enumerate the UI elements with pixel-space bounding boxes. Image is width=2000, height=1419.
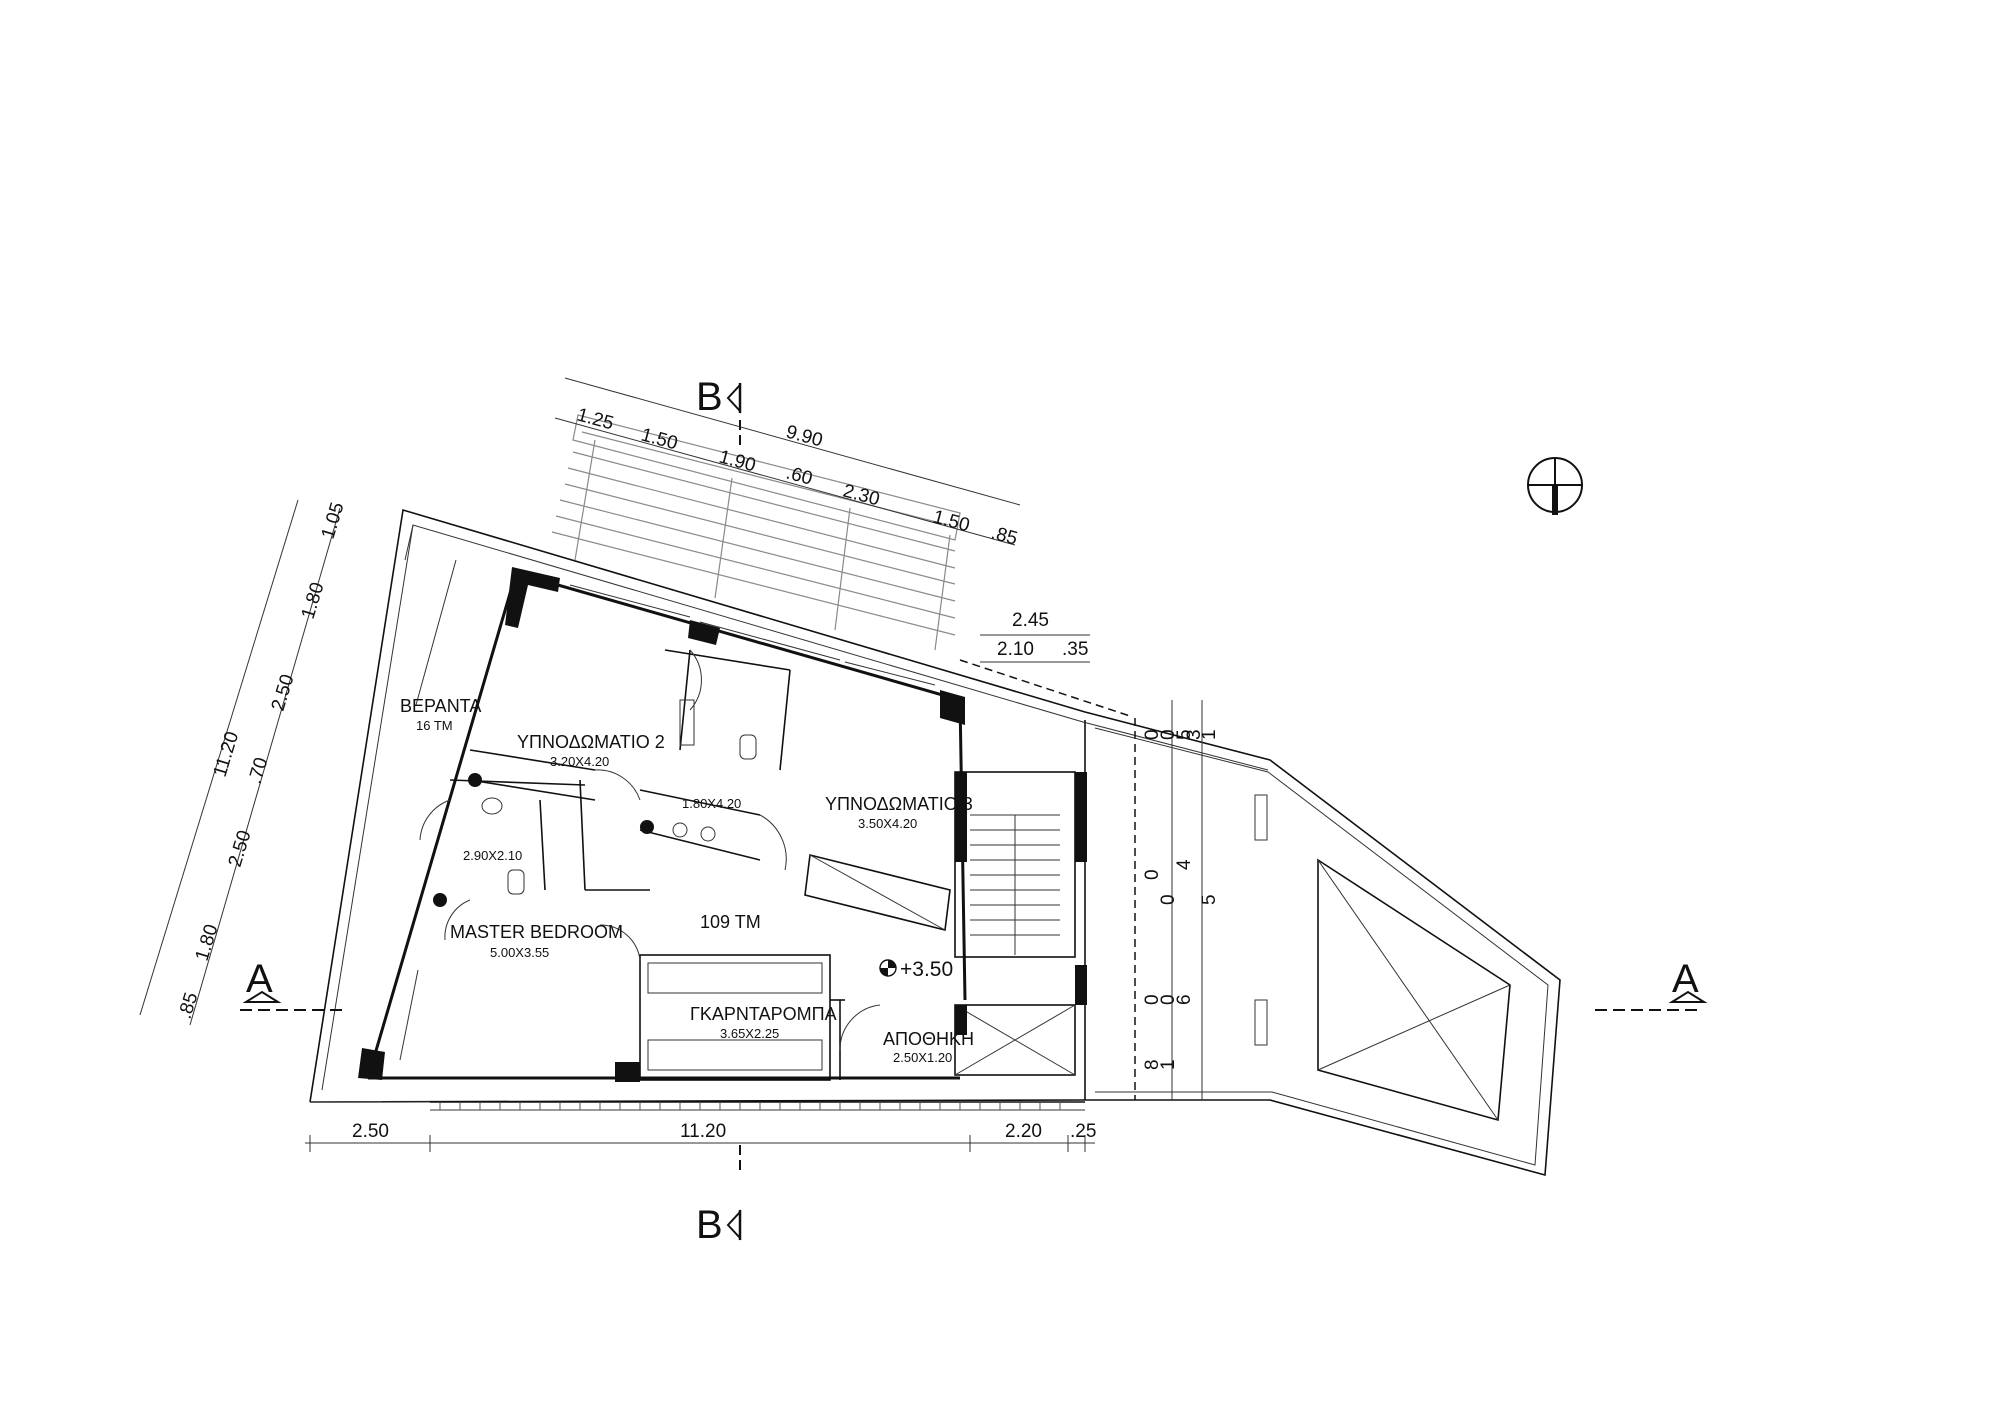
dim-top-7: .85: [989, 523, 1020, 550]
dim-top-4: .60: [784, 463, 815, 490]
dim-rv-8: 0: [1158, 894, 1179, 905]
dim-rv-12: 6: [1174, 994, 1195, 1005]
dim-top-total: 9.90: [784, 422, 825, 452]
master-bedroom-label: MASTER BEDROOM: [450, 922, 623, 942]
dim-top-6: 1.50: [931, 507, 972, 537]
dim-top-3: 1.90: [717, 447, 758, 477]
partitions: [399, 524, 1076, 1081]
dim-left-6: 1.80: [192, 922, 223, 964]
dim-left-2: 1.80: [298, 580, 329, 622]
bedroom3-label: ΥΠΝΟΔΩΜΑΤΙΟ 3: [825, 794, 973, 814]
dim-left-4: .70: [245, 755, 273, 786]
veranda-label: ΒΕΡΑΝΤΑ: [400, 696, 481, 716]
dim-rv-3: 5: [1174, 729, 1195, 740]
dim-left-total: 11.20: [210, 729, 244, 779]
dim-rv-5: 1: [1199, 729, 1220, 740]
section-b-bottom: B: [696, 1203, 723, 1247]
dim-rt-3: .35: [1062, 639, 1088, 660]
columns: [358, 567, 1087, 1082]
dim-rv-4: 3: [1184, 729, 1205, 740]
pergola: [551, 414, 961, 651]
veranda-area: 16 TM: [416, 718, 453, 733]
dim-bottom-3: 2.20: [1005, 1121, 1042, 1142]
dim-bottom-4: .25: [1070, 1121, 1096, 1142]
level-marker: +3.50: [879, 958, 953, 981]
dim-left-5: 2.50: [225, 828, 256, 870]
dim-rv-13: 8: [1142, 1059, 1163, 1070]
dims-right-top: 2.45 2.10 .35: [980, 610, 1090, 663]
wardrobe-size: 3.65X2.25: [720, 1026, 779, 1041]
bedroom2-size: 3.20X4.20: [550, 754, 609, 769]
dim-rv-9: 5: [1199, 894, 1220, 905]
dim-rv-6: 0: [1142, 869, 1163, 880]
storage-label: ΑΠΟΘΗΚΗ: [883, 1029, 974, 1049]
dims-bottom: 2.50 11.20 2.20 .25: [305, 1121, 1096, 1152]
ensuite-size: 2.90X2.10: [463, 848, 522, 863]
dim-rv-10: 0: [1142, 994, 1163, 1005]
bedroom3-size: 3.50X4.20: [858, 816, 917, 831]
dim-rt-2: 2.10: [997, 639, 1034, 660]
building-outline: [309, 508, 1561, 1177]
dim-top-1: 1.25: [575, 405, 616, 435]
dim-bottom-2: 11.20: [680, 1121, 726, 1142]
dims-top: 9.90 1.25 1.50 1.90 .60 2.30 1.50 .85: [554, 377, 1021, 550]
section-markers: B B A A: [240, 375, 1708, 1247]
dim-rv-2: 0: [1158, 729, 1179, 740]
dims-right-vertical: 0 0 5 3 1 0 4 0 5 0 0 6 8 1: [1142, 700, 1220, 1100]
north-arrow-icon: [1527, 457, 1583, 515]
dim-rv-11: 0: [1158, 994, 1179, 1005]
section-b-top: B: [696, 375, 723, 419]
dim-left-3: 2.50: [268, 672, 299, 714]
dim-top-2: 1.50: [639, 425, 680, 455]
level-value: +3.50: [900, 958, 953, 981]
bath-size: 1.80X4.20: [682, 796, 741, 811]
room-labels: ΒΕΡΑΝΤΑ 16 TM ΥΠΝΟΔΩΜΑΤΙΟ 2 3.20X4.20 1.…: [400, 696, 974, 1065]
storage-size: 2.50X1.20: [893, 1050, 952, 1065]
dims-left: 11.20 1.05 1.80 2.50 .70 2.50 1.80 .85: [139, 499, 349, 1026]
dim-rv-1: 0: [1142, 729, 1163, 740]
dim-top-5: 2.30: [841, 481, 882, 511]
dim-rv-7: 4: [1174, 859, 1195, 870]
total-area-label: 109 TM: [700, 912, 761, 932]
dim-rt-1: 2.45: [1012, 610, 1049, 631]
dim-rv-14: 1: [1158, 1059, 1179, 1070]
dim-left-1: 1.05: [318, 500, 349, 542]
bedroom2-label: ΥΠΝΟΔΩΜΑΤΙΟ 2: [517, 732, 665, 752]
wardrobe-label: ΓΚΑΡΝΤΑΡΟΜΠΑ: [690, 1004, 837, 1024]
master-bedroom-size: 5.00X3.55: [490, 945, 549, 960]
dim-bottom-1: 2.50: [352, 1121, 389, 1142]
